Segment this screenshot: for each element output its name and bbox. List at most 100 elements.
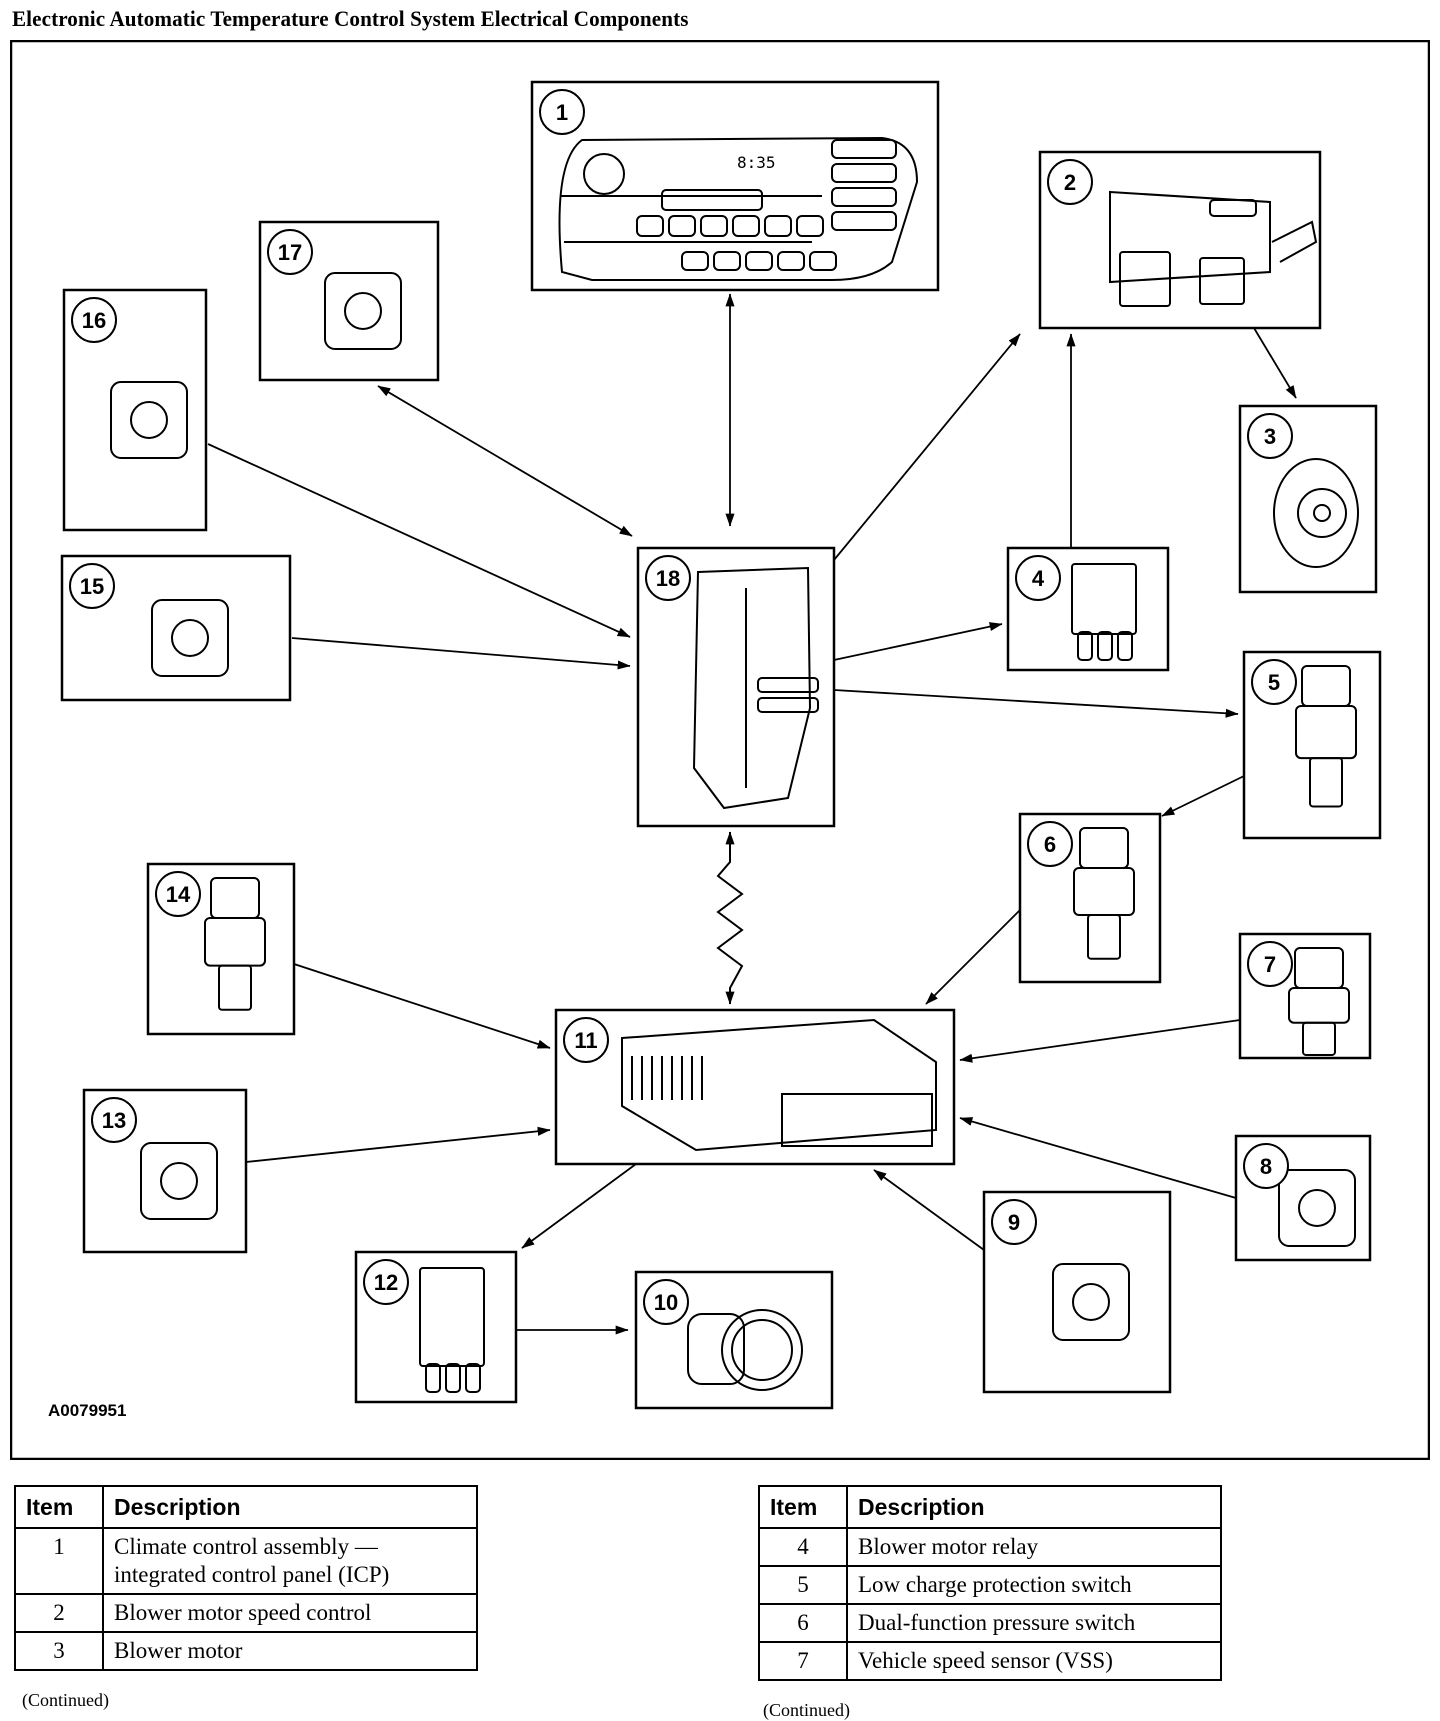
- item-number-label: 5: [1268, 670, 1280, 695]
- item-description: Vehicle speed sensor (VSS): [846, 1641, 1222, 1681]
- item-number-label: 8: [1260, 1154, 1272, 1179]
- connector-18-2: [833, 333, 1021, 561]
- item-number-badge: [1243, 1143, 1289, 1189]
- connector-13-11: [245, 1126, 551, 1163]
- item-number: 1: [14, 1527, 104, 1595]
- item-number-label: 14: [166, 882, 191, 907]
- relay-pin-icon: [1097, 631, 1113, 661]
- item-number-badge: [539, 89, 585, 135]
- connector-18-11: [716, 831, 744, 1005]
- blower-wheel-icon: [1273, 458, 1359, 568]
- component-box-4: 4: [1006, 546, 1170, 672]
- item-number-label: 11: [574, 1028, 597, 1053]
- relay-pin-icon: [1077, 631, 1093, 661]
- item-number-label: 13: [102, 1108, 126, 1133]
- component-box-8: 8: [1234, 1134, 1372, 1262]
- preset-button-icon: [796, 215, 824, 237]
- icp-display-time: 8:35: [737, 153, 776, 172]
- item-number: 4: [758, 1527, 848, 1567]
- item-number-label: 18: [656, 566, 680, 591]
- icp-faceplate-outline: [558, 136, 919, 281]
- page-title: Electronic Automatic Temperature Control…: [12, 6, 689, 31]
- preset-button-icon: [636, 215, 664, 237]
- item-description: Blower motor speed control: [102, 1593, 478, 1633]
- module-connector-icon: [781, 1093, 933, 1147]
- climate-button-icon: [681, 251, 709, 271]
- connector-18-17: [377, 385, 633, 537]
- item-description: Blower motor: [102, 1631, 478, 1671]
- climate-button-icon: [809, 251, 837, 271]
- component-body-icon: [110, 381, 188, 459]
- component-body-icon: [140, 1142, 218, 1220]
- legend-header-row: Item Description: [14, 1485, 478, 1529]
- description-column-header: Description: [102, 1485, 478, 1529]
- legend-header-row: Item Description: [758, 1485, 1222, 1529]
- item-number-label: 10: [654, 1290, 678, 1315]
- connector-7-11: [959, 1019, 1241, 1063]
- connector-8-11: [959, 1117, 1237, 1199]
- description-column-header: Description: [846, 1485, 1222, 1529]
- sensor-thread-icon: [218, 964, 252, 1011]
- connector-icon: [1199, 257, 1245, 305]
- relay-pin-icon: [465, 1363, 481, 1393]
- item-number-badge: [155, 871, 201, 917]
- connector-2-3: [1253, 327, 1297, 399]
- compressor-pulley-icon: [721, 1309, 803, 1391]
- preset-button-icon: [732, 215, 760, 237]
- continued-note-right: (Continued): [763, 1700, 850, 1720]
- item-number: 7: [758, 1641, 848, 1681]
- connector-5-6: [1161, 775, 1245, 817]
- legend-row: 1 Climate control assembly — integrated …: [14, 1527, 478, 1595]
- item-number-label: 2: [1064, 170, 1076, 195]
- item-number: 2: [14, 1593, 104, 1633]
- preset-button-icon: [700, 215, 728, 237]
- legend-row: 3 Blower motor: [14, 1631, 478, 1671]
- component-box-16: 16: [62, 288, 208, 532]
- item-number-badge: [991, 1199, 1037, 1245]
- sensor-thread-icon: [1302, 1021, 1336, 1056]
- component-box-11: 11: [554, 1008, 956, 1166]
- item-description: Dual-function pressure switch: [846, 1603, 1222, 1643]
- item-number-badge: [363, 1259, 409, 1305]
- item-number-label: 12: [374, 1270, 398, 1295]
- component-body-icon: [151, 599, 229, 677]
- item-description: Climate control assembly — integrated co…: [102, 1527, 478, 1595]
- item-number-label: 9: [1008, 1210, 1020, 1235]
- volume-knob-icon: [583, 153, 625, 195]
- connector-11-12: [521, 1163, 637, 1249]
- item-number-label: 15: [80, 574, 104, 599]
- connector-15-18: [291, 637, 631, 670]
- component-body-icon: [1052, 1263, 1130, 1341]
- item-number-label: 17: [278, 240, 302, 265]
- relay-pin-icon: [445, 1363, 461, 1393]
- component-frame: [354, 1250, 518, 1404]
- legend-row: 7 Vehicle speed sensor (VSS): [758, 1641, 1222, 1681]
- component-box-17: 17: [258, 220, 440, 382]
- connector-18-4: [833, 622, 1003, 661]
- control-button-icon: [831, 187, 897, 207]
- connector-14-11: [293, 963, 551, 1049]
- relay-pin-icon: [425, 1363, 441, 1393]
- module-housing-icon: [621, 1018, 937, 1152]
- item-number-badge: [71, 297, 117, 343]
- legend-row: 5 Low charge protection switch: [758, 1565, 1222, 1605]
- item-number-badge: [69, 563, 115, 609]
- item-number-label: 6: [1044, 832, 1056, 857]
- item-number-badge: [267, 229, 313, 275]
- component-box-13: 13: [82, 1088, 248, 1254]
- connectors: [207, 293, 1297, 1335]
- outer-frame: [10, 40, 1430, 1460]
- speed-control-body-icon: [1109, 190, 1271, 284]
- item-column-header: Item: [14, 1485, 104, 1529]
- item-number-badge: [1027, 821, 1073, 867]
- component-box-12: 12: [354, 1250, 518, 1404]
- legend-row: 6 Dual-function pressure switch: [758, 1603, 1222, 1643]
- relay-body-icon: [419, 1267, 485, 1367]
- item-number-label: 7: [1264, 952, 1276, 977]
- connector-6-11: [925, 909, 1021, 1005]
- item-description: Low charge protection switch: [846, 1565, 1222, 1605]
- component-box-5: 5: [1242, 650, 1382, 840]
- item-number-badge: [1047, 159, 1093, 205]
